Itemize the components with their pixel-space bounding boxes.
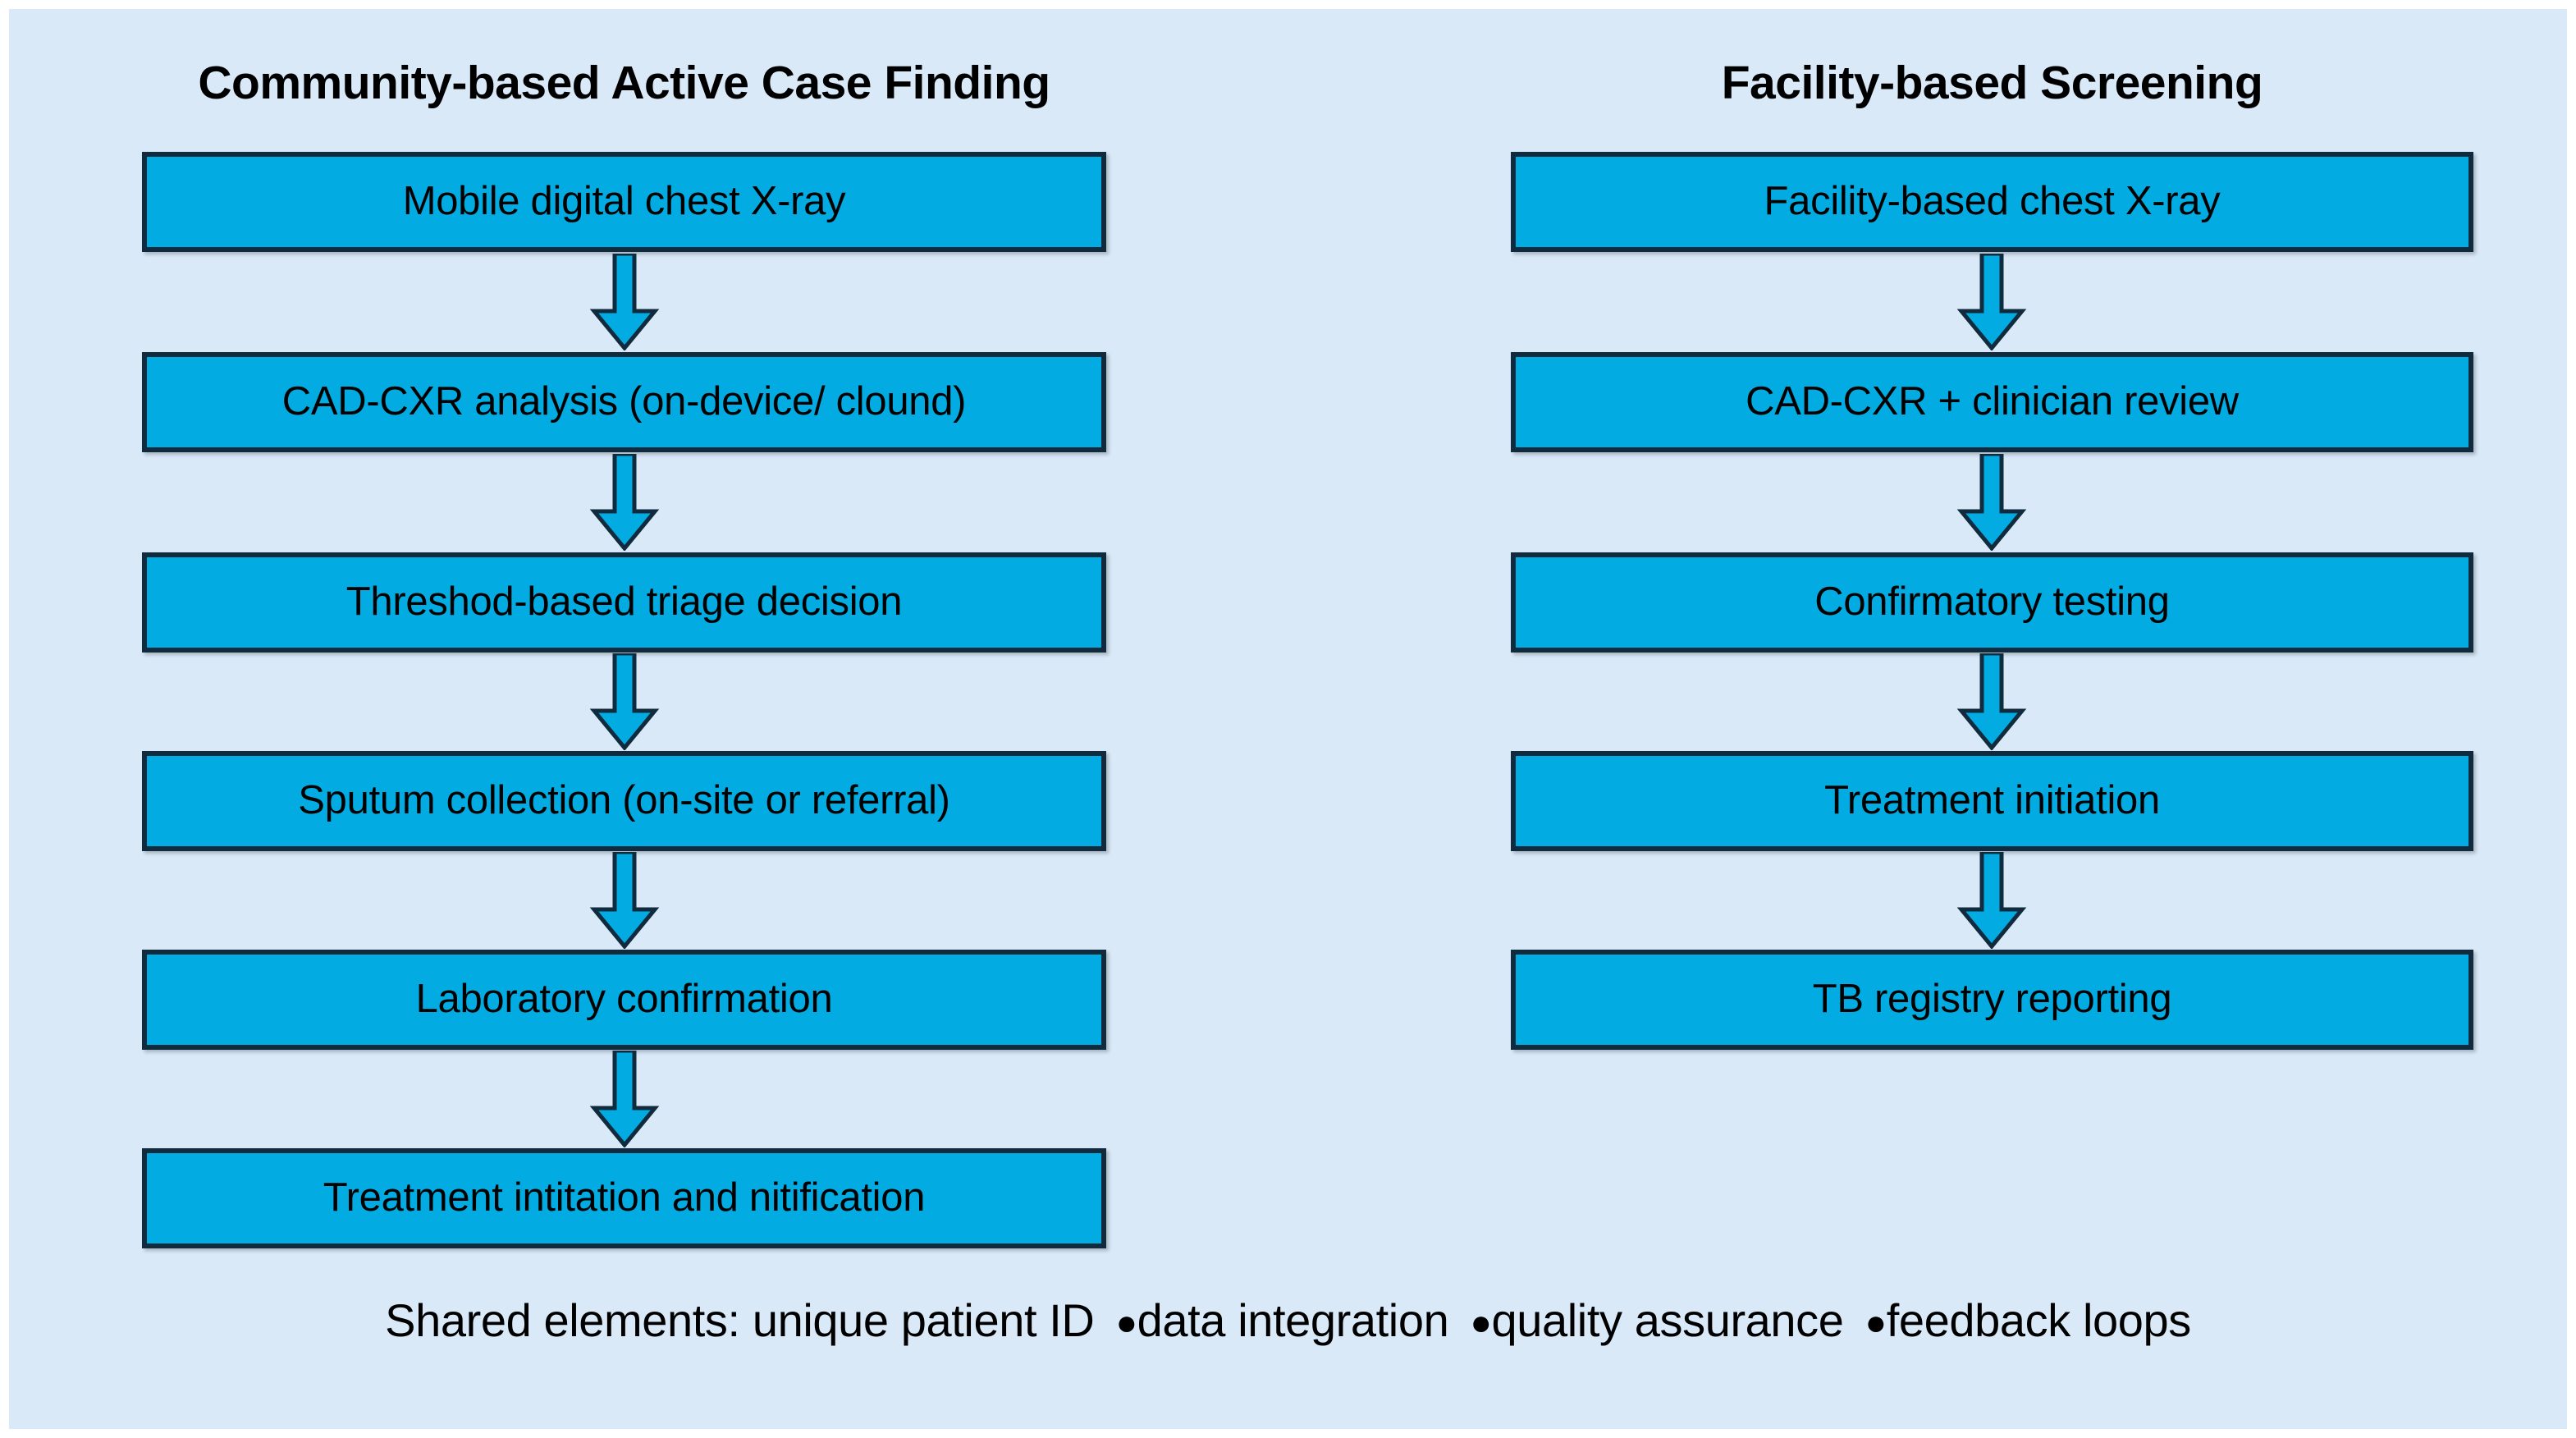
column-title-community: Community-based Active Case Finding	[198, 57, 1050, 109]
shared-elements-footer: Shared elements: unique patient ID●data …	[0, 1294, 2576, 1347]
process-node-label: TB registry reporting	[1812, 977, 2172, 1022]
down-arrow-icon	[589, 852, 660, 949]
process-node[interactable]: Treatment initiation	[1511, 751, 2473, 851]
process-node[interactable]: Facility-based chest X-ray	[1511, 152, 2473, 252]
process-node[interactable]: Sputum collection (on-site or referral)	[142, 751, 1106, 851]
down-arrow-icon	[589, 254, 660, 350]
down-arrow-icon	[589, 653, 660, 750]
process-node-label: Threshod-based triage decision	[345, 579, 903, 625]
process-node[interactable]: Confirmatory testing	[1511, 552, 2473, 653]
down-arrow-icon	[1956, 653, 2027, 750]
process-node[interactable]: Laboratory confirmation	[142, 950, 1106, 1050]
down-arrow-icon	[1956, 454, 2027, 551]
process-node-label: CAD-CXR + clinician review	[1746, 379, 2239, 424]
footer-item: data integration	[1137, 1294, 1449, 1346]
process-node-label: Facility-based chest X-ray	[1764, 179, 2221, 224]
down-arrow-icon	[589, 454, 660, 551]
bullet-icon: ●	[1115, 1303, 1137, 1343]
process-node[interactable]: TB registry reporting	[1511, 950, 2473, 1050]
bullet-icon: ●	[1470, 1303, 1492, 1343]
process-node-label: Treatment intitation and nitification	[323, 1175, 926, 1220]
column-title-facility: Facility-based Screening	[1721, 57, 2263, 109]
process-node[interactable]: Treatment intitation and nitification	[142, 1148, 1106, 1248]
process-node-label: Confirmatory testing	[1814, 579, 2170, 625]
footer-item: quality assurance	[1491, 1294, 1844, 1346]
diagram-panel: Community-based Active Case Finding Faci…	[9, 9, 2567, 1429]
process-node[interactable]: Mobile digital chest X-ray	[142, 152, 1106, 252]
process-node-label: Sputum collection (on-site or referral)	[298, 778, 950, 823]
process-node-label: CAD-CXR analysis (on-device/ clound)	[281, 379, 967, 424]
process-node[interactable]: CAD-CXR + clinician review	[1511, 352, 2473, 452]
footer-item: feedback loops	[1886, 1294, 2192, 1346]
bullet-icon: ●	[1865, 1303, 1887, 1343]
process-node[interactable]: CAD-CXR analysis (on-device/ clound)	[142, 352, 1106, 452]
down-arrow-icon	[1956, 254, 2027, 350]
process-node-label: Treatment initiation	[1824, 778, 2160, 823]
process-node-label: Laboratory confirmation	[415, 977, 833, 1022]
down-arrow-icon	[589, 1051, 660, 1147]
footer-lead-text: Shared elements: unique patient ID	[385, 1294, 1095, 1346]
down-arrow-icon	[1956, 852, 2027, 949]
process-node[interactable]: Threshod-based triage decision	[142, 552, 1106, 653]
process-node-label: Mobile digital chest X-ray	[402, 179, 846, 224]
